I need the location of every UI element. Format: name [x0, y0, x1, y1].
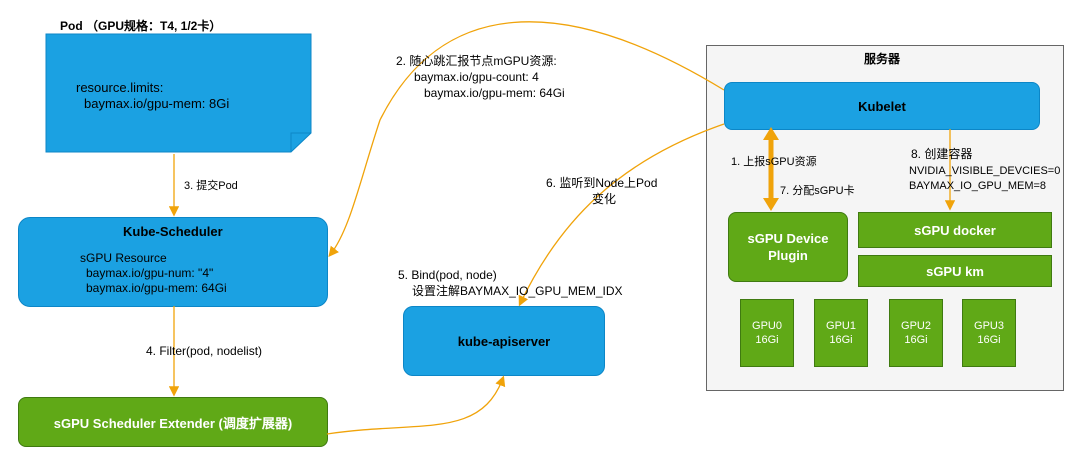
step-2-gpu-count: baymax.io/gpu-count: 4	[414, 70, 539, 84]
step-5-title: 5. Bind(pod, node)	[398, 268, 497, 282]
pod-note-shape	[45, 33, 312, 153]
pod-title: Pod （GPU规格：T4, 1/2卡）	[60, 19, 222, 33]
scheduler-extender-box: sGPU Scheduler Extender (调度扩展器)	[18, 397, 328, 447]
gpu-mem: 16Gi	[755, 334, 779, 346]
kube-apiserver-box: kube-apiserver	[403, 306, 605, 376]
pod-gpu-mem: baymax.io/gpu-mem: 8Gi	[84, 96, 230, 111]
step-6-change: 变化	[592, 192, 617, 206]
gpu-card: GPU3 16Gi	[962, 299, 1016, 367]
step-6-title: 6. 监听到Node上Pod	[546, 176, 658, 190]
kube-scheduler-title: Kube-Scheduler	[123, 224, 223, 239]
step-8-title: 8. 创建容器	[911, 147, 973, 161]
step-4-label: 4. Filter(pod, nodelist)	[146, 344, 263, 358]
pod-limits-label: resource.limits:	[76, 80, 164, 95]
gpu-mem: 16Gi	[977, 334, 1001, 346]
step-1-label: 1. 上报sGPU资源	[731, 156, 817, 168]
kubelet-box: Kubelet	[724, 82, 1040, 130]
scheduler-resource-label: sGPU Resource	[80, 251, 167, 265]
step-8-env-visible: NVIDIA_VISIBLE_DEVCIES=0	[909, 165, 1061, 177]
gpu-mem: 16Gi	[829, 334, 853, 346]
step-3-label: 3. 提交Pod	[184, 180, 238, 192]
step-2-gpu-mem: baymax.io/gpu-mem: 64Gi	[424, 86, 565, 100]
scheduler-gpu-num: baymax.io/gpu-num: "4"	[86, 266, 214, 280]
gpu-card: GPU1 16Gi	[814, 299, 868, 367]
sgpu-km-box: sGPU km	[858, 255, 1052, 287]
gpu-name: GPU1	[826, 320, 856, 332]
step-2-title: 2. 随心跳汇报节点mGPU资源:	[396, 54, 557, 68]
step-5-annotation: 设置注解BAYMAX_IO_GPU_MEM_IDX	[412, 284, 623, 298]
arrow-watch	[518, 123, 725, 307]
kube-scheduler-box	[18, 217, 328, 307]
gpu-name: GPU2	[901, 320, 931, 332]
device-plugin-box: sGPU Device Plugin	[728, 212, 848, 282]
step-7-label: 7. 分配sGPU卡	[780, 185, 855, 197]
gpu-card: GPU0 16Gi	[740, 299, 794, 367]
step-8-env-mem: BAYMAX_IO_GPU_MEM=8	[909, 180, 1047, 192]
gpu-mem: 16Gi	[904, 334, 928, 346]
gpu-name: GPU0	[752, 320, 782, 332]
arrow-bind	[326, 375, 506, 435]
scheduler-gpu-mem: baymax.io/gpu-mem: 64Gi	[86, 281, 227, 295]
gpu-name: GPU3	[974, 320, 1004, 332]
server-title: 服务器	[864, 52, 901, 66]
gpu-card: GPU2 16Gi	[889, 299, 943, 367]
sgpu-docker-box: sGPU docker	[858, 212, 1052, 248]
